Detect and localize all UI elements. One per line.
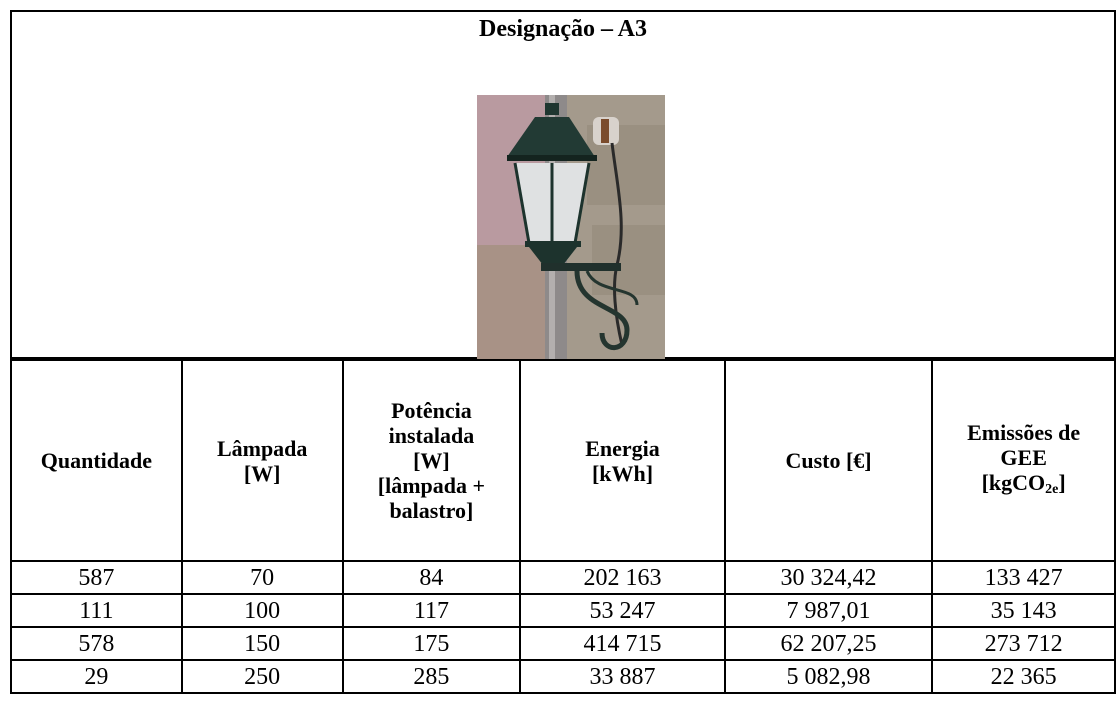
header-energy: Energia [kWh] <box>519 359 726 562</box>
cell-cost: 7 987,01 <box>723 593 934 628</box>
cell-quantity: 587 <box>10 560 183 595</box>
table-row: 587 70 84 202 163 30 324,42 133 427 <box>10 560 1116 595</box>
header-cost: Custo [€] <box>723 359 934 562</box>
cell-lamp: 100 <box>180 593 344 628</box>
header-quantity: Quantidade <box>10 359 183 562</box>
cell-lamp: 150 <box>180 626 344 661</box>
cell-cost: 30 324,42 <box>723 560 934 595</box>
cell-energy: 33 887 <box>519 659 726 694</box>
cell-cost: 62 207,25 <box>723 626 934 661</box>
cell-power: 175 <box>341 626 522 661</box>
lighting-data-table: Quantidade Lâmpada [W] Potência instalad… <box>10 359 1116 694</box>
cell-emissions: 273 712 <box>931 626 1116 661</box>
cell-quantity: 111 <box>10 593 183 628</box>
header-lamp: Lâmpada [W] <box>180 359 344 562</box>
cell-emissions: 133 427 <box>931 560 1116 595</box>
cell-quantity: 578 <box>10 626 183 661</box>
header-installed-power: Potência instalada [W] [lâmpada + balast… <box>341 359 522 562</box>
cell-emissions: 22 365 <box>931 659 1116 694</box>
table-row: 111 100 117 53 247 7 987,01 35 143 <box>10 593 1116 628</box>
cell-power: 117 <box>341 593 522 628</box>
title-cell: Designação – A3 <box>10 10 1116 361</box>
cell-power: 84 <box>341 560 522 595</box>
cell-lamp: 70 <box>180 560 344 595</box>
cell-energy: 53 247 <box>519 593 726 628</box>
cell-cost: 5 082,98 <box>723 659 934 694</box>
cell-quantity: 29 <box>10 659 183 694</box>
cell-power: 285 <box>341 659 522 694</box>
cell-emissions: 35 143 <box>931 593 1116 628</box>
designation-title: Designação – A3 <box>479 16 647 42</box>
street-lamp-photo <box>477 95 665 361</box>
cell-lamp: 250 <box>180 659 344 694</box>
table-row: 578 150 175 414 715 62 207,25 273 712 <box>10 626 1116 661</box>
cell-energy: 414 715 <box>519 626 726 661</box>
table-row: 29 250 285 33 887 5 082,98 22 365 <box>10 659 1116 694</box>
header-emissions: Emissões de GEE [kgCO2e] <box>931 359 1116 562</box>
header-row: Quantidade Lâmpada [W] Potência instalad… <box>10 359 1116 562</box>
document-frame: Designação – A3 <box>10 10 1116 720</box>
cell-energy: 202 163 <box>519 560 726 595</box>
